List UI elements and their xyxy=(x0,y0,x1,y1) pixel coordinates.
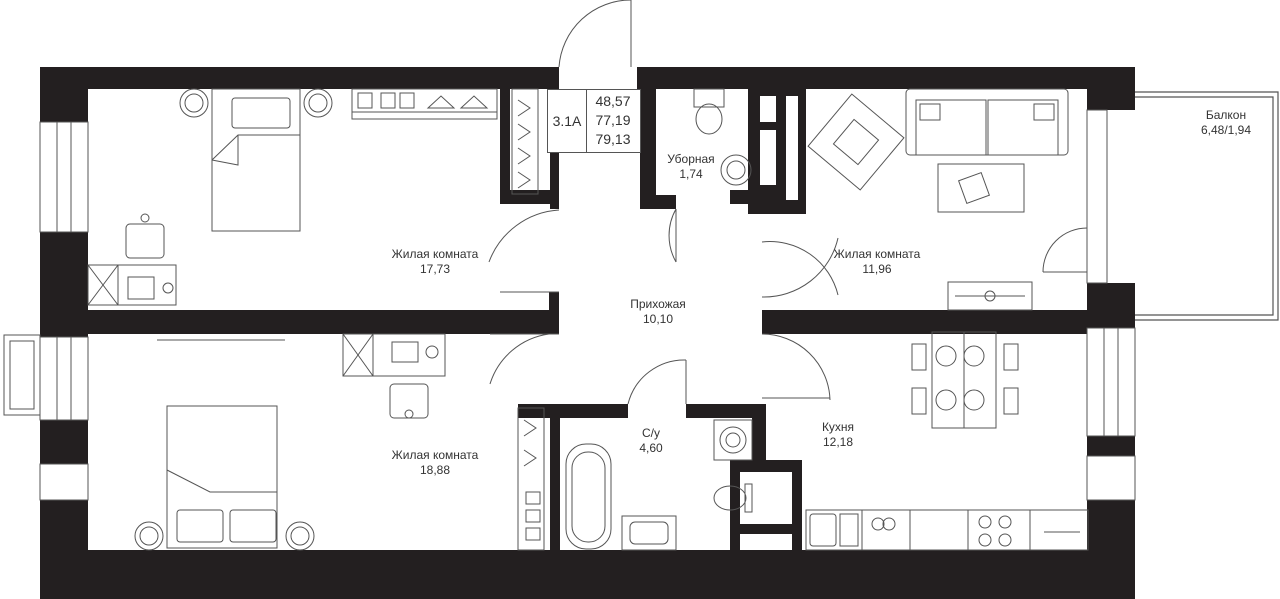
balcony-outline xyxy=(1135,91,1279,321)
room-area: 4,60 xyxy=(639,441,663,455)
wall-living-divider xyxy=(762,310,1087,334)
apartment-code: 3.1A xyxy=(548,90,587,152)
room-label-hallway: Прихожая 10,10 xyxy=(630,297,686,327)
wall-bottom xyxy=(40,550,1135,599)
room-area: 18,88 xyxy=(419,463,451,477)
area-total: 77,19 xyxy=(595,112,631,128)
room-area: 10,10 xyxy=(642,312,674,326)
room-area: 1,74 xyxy=(679,167,703,181)
wall-cutouts xyxy=(740,96,798,550)
wall-toilet-left xyxy=(640,89,656,209)
room-area: 6,48/1,94 xyxy=(1200,123,1252,137)
room-name: Жилая комната xyxy=(833,247,921,261)
wall-bath-left xyxy=(550,404,560,550)
room-label-balcony: Балкон 6,48/1,94 xyxy=(1201,108,1251,138)
room-label-kitchen: Кухня 12,18 xyxy=(822,420,854,450)
room-name: Прихожая xyxy=(630,297,686,311)
room-name: Уборная xyxy=(667,152,715,166)
wall-left-top xyxy=(40,67,88,122)
wall-closet-left xyxy=(500,89,510,204)
room-label-bathroom: С/у 4,60 xyxy=(639,426,662,456)
wall-left-bot xyxy=(40,500,88,599)
wall-right-low xyxy=(1087,436,1135,456)
area-total-with-balcony: 79,13 xyxy=(595,131,631,147)
wall-bed-divider-left xyxy=(88,310,558,334)
wall-top-right xyxy=(637,67,1135,89)
wall-top-left xyxy=(40,67,559,89)
room-name: Жилая комната xyxy=(391,247,479,261)
room-area: 12,18 xyxy=(822,435,854,449)
wall-right-mid xyxy=(1087,283,1135,328)
area-living: 48,57 xyxy=(595,93,631,109)
wall-bath-top-left xyxy=(518,404,628,418)
doors xyxy=(488,0,1088,405)
room-name: С/у xyxy=(641,426,660,440)
room-name: Кухня xyxy=(821,420,855,434)
walls xyxy=(40,67,1135,599)
room-name: Балкон xyxy=(1205,108,1247,122)
wall-right-bot xyxy=(1087,500,1135,599)
furniture xyxy=(87,88,1089,551)
room-label-bedroom-2: Жилая комната 18,88 xyxy=(392,448,479,478)
wall-left-mid xyxy=(40,232,88,337)
room-label-living-room: Жилая комната 11,96 xyxy=(834,247,921,277)
wall-bed-divider-stub xyxy=(549,292,559,334)
room-name: Жилая комната xyxy=(391,448,479,462)
room-label-toilet: Уборная 1,74 xyxy=(667,152,714,182)
wall-toilet-bottom-left xyxy=(640,195,676,209)
apartment-areas: 48,57 77,19 79,13 xyxy=(587,92,639,149)
wall-left-low xyxy=(40,420,88,464)
room-area: 17,73 xyxy=(419,262,451,276)
room-label-bedroom-1: Жилая комната 17,73 xyxy=(392,247,479,277)
windows xyxy=(3,109,1136,501)
wall-bath-top-right xyxy=(686,404,766,418)
apartment-code-box: 3.1A 48,57 77,19 79,13 xyxy=(547,89,641,153)
room-area: 11,96 xyxy=(862,262,892,276)
wall-right-top xyxy=(1087,67,1135,110)
